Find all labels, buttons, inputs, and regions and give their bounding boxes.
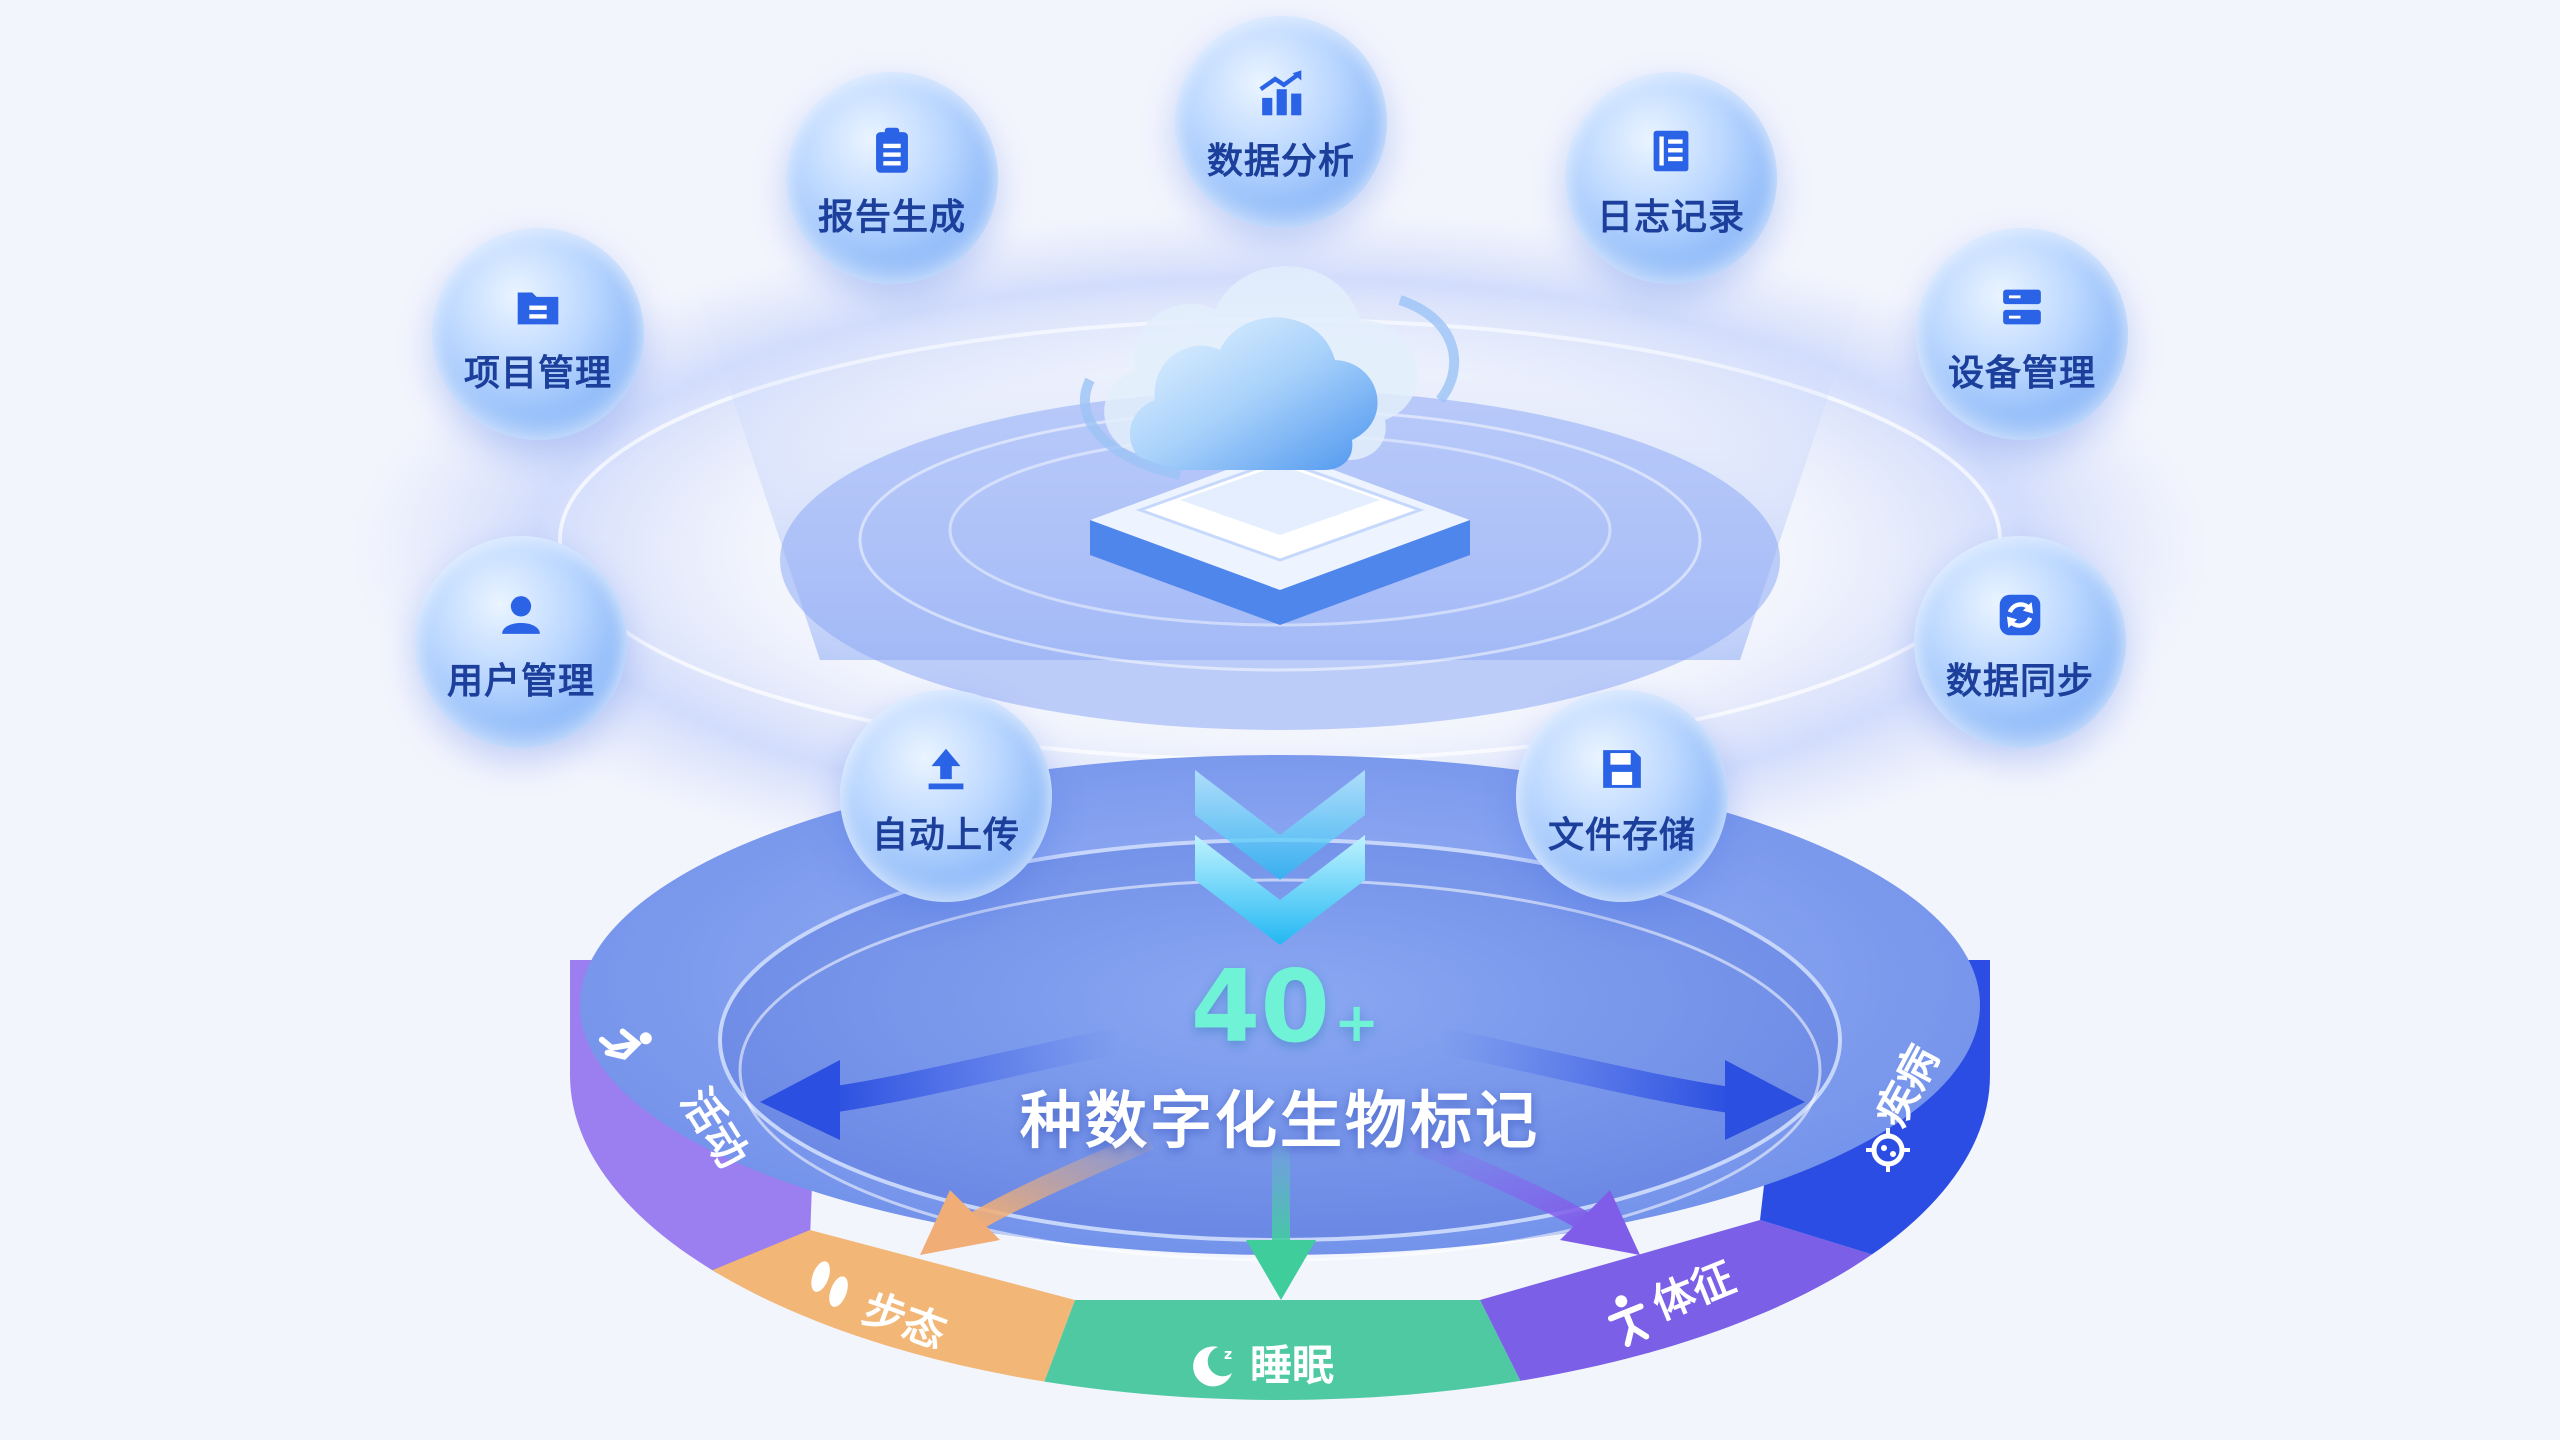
- footprints-icon: [811, 1261, 848, 1307]
- arrow-vitals: [1406, 1130, 1596, 1234]
- bubble-data-sync[interactable]: 数据同步: [1914, 536, 2126, 748]
- bubble-project-management[interactable]: 项目管理: [432, 228, 644, 440]
- bubble-file-storage[interactable]: 文件存储: [1516, 690, 1728, 902]
- server-icon: [2003, 289, 2041, 325]
- biomarker-caption: 种数字化生物标记: [1019, 1084, 1540, 1157]
- folder-icon: [517, 292, 559, 325]
- arrowhead-disease: [1725, 1060, 1805, 1140]
- clipboard-icon: [876, 127, 908, 173]
- upload-icon: [928, 748, 964, 790]
- arrowhead-gait: [920, 1190, 1000, 1255]
- moon-icon: z: [1193, 1346, 1232, 1387]
- bubble-device-management[interactable]: 设备管理: [1916, 228, 2128, 440]
- save-icon: [1603, 750, 1641, 788]
- bubble-auto-upload[interactable]: 自动上传: [840, 690, 1052, 902]
- arrowhead-sleep: [1246, 1240, 1316, 1300]
- label-data-sync: 数据同步: [1945, 661, 2094, 702]
- virus-icon: [1866, 1128, 1910, 1172]
- label-log-records: 日志记录: [1596, 197, 1745, 238]
- svg-text:z: z: [1224, 1347, 1232, 1363]
- label-data-analysis: 数据分析: [1206, 141, 1355, 182]
- biomarker-count-plus: +: [1333, 991, 1380, 1054]
- biomarker-count: 40+: [1180, 948, 1390, 1065]
- chevron-down-icon: [1195, 770, 1365, 945]
- cloud-icon: [1080, 266, 1460, 480]
- person-icon: [1607, 1295, 1650, 1347]
- bubble-user-management[interactable]: 用户管理: [415, 536, 627, 748]
- biomarker-count-value: 40: [1190, 948, 1330, 1065]
- label-file-storage: 文件存储: [1547, 815, 1696, 856]
- segment-vitals: [1480, 1220, 1990, 1400]
- bar-chart-icon: [1259, 70, 1302, 116]
- user-icon: [502, 596, 540, 634]
- bubble-data-analysis[interactable]: 数据分析: [1175, 16, 1387, 228]
- arrow-sleep: [1272, 1145, 1290, 1255]
- label-auto-upload: 自动上传: [871, 815, 1020, 856]
- segment-sleep: [1030, 1300, 1540, 1400]
- bubble-log-records[interactable]: 日志记录: [1565, 72, 1777, 284]
- label-sleep: 睡眠: [1250, 1341, 1334, 1390]
- log-icon: [1653, 130, 1689, 172]
- arrowhead-activity: [760, 1060, 840, 1140]
- sync-icon: [1999, 594, 2041, 636]
- arrow-disease: [1437, 1027, 1732, 1113]
- running-icon: [598, 1028, 652, 1060]
- label-user-management: 用户管理: [446, 661, 595, 702]
- arrow-gait: [964, 1130, 1154, 1234]
- bubble-report-generation[interactable]: 报告生成: [786, 72, 998, 284]
- label-project-management: 项目管理: [463, 353, 612, 394]
- arrowhead-vitals: [1560, 1190, 1640, 1255]
- label-report-generation: 报告生成: [817, 197, 966, 238]
- arrow-activity: [828, 1027, 1123, 1113]
- cloud-platform: [1090, 450, 1470, 625]
- label-device-management: 设备管理: [1947, 353, 2096, 394]
